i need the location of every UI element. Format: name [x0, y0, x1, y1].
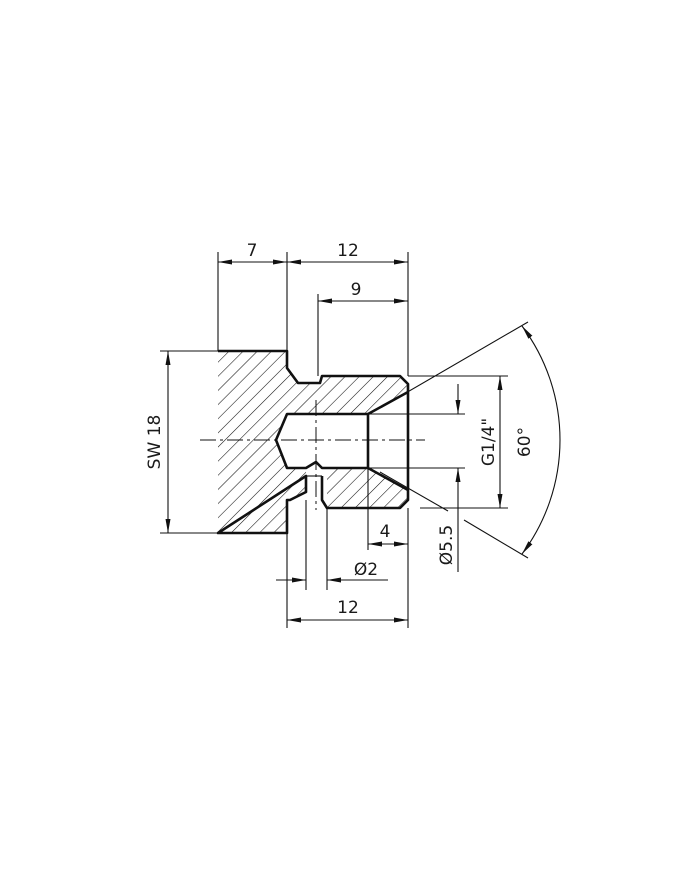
right-dimensions: G1/4" Ø5.5 60° — [368, 321, 561, 572]
part-section — [216, 349, 410, 535]
dim-body-length-top: 12 — [337, 241, 359, 261]
bottom-dimensions: 4 Ø2 12 — [276, 468, 409, 628]
dim-bore-diameter: Ø5.5 — [437, 525, 457, 565]
dim-counterbore-depth: 4 — [380, 522, 391, 542]
lower-section-hatch — [218, 440, 306, 533]
dim-thread: G1/4" — [479, 418, 499, 466]
dim-across-flats: SW 18 — [145, 415, 165, 470]
across-flats-dimension: SW 18 — [145, 350, 218, 534]
dim-head-length: 7 — [247, 241, 258, 261]
dim-thread-length: 9 — [351, 280, 362, 300]
dim-body-length-bottom: 12 — [337, 598, 359, 618]
bore-outline — [274, 390, 409, 492]
top-dimensions: 7 12 9 — [217, 241, 409, 376]
dim-cone-angle: 60° — [515, 427, 535, 457]
dim-cross-hole-diameter: Ø2 — [354, 560, 378, 580]
upper-section-hatch — [218, 351, 408, 440]
